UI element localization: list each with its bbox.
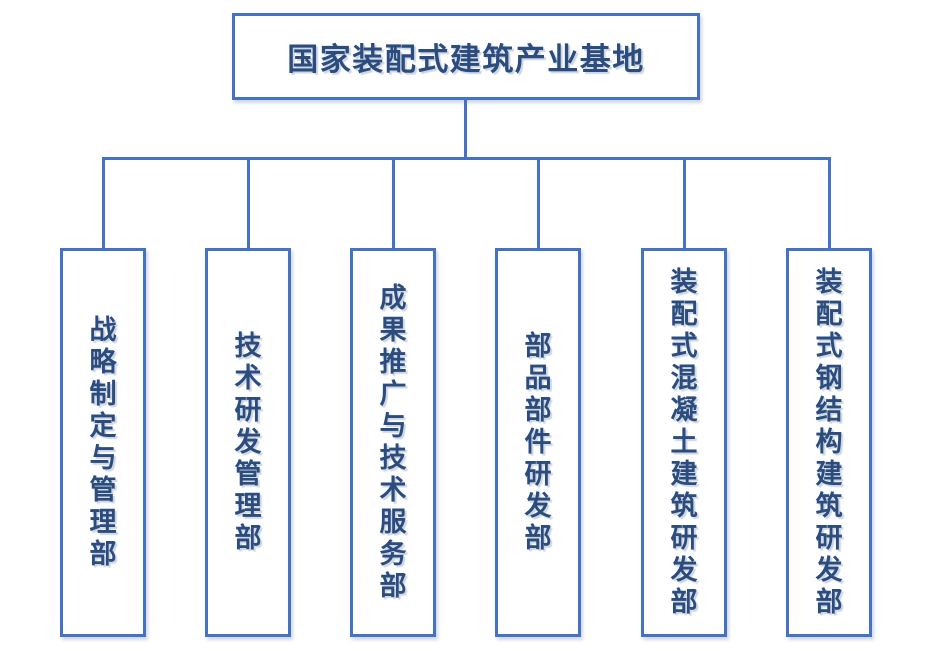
dept-node-strategy-management: 战略制定与管理部	[60, 248, 146, 637]
dept-node-parts-components-rd: 部品部件研发部	[495, 248, 581, 637]
dept-node-precast-concrete-rd: 装配式混凝土建筑研发部	[641, 248, 727, 637]
dept-node-label: 部品部件研发部	[524, 330, 552, 554]
connector-drop-6	[827, 157, 831, 251]
connector-drop-3	[392, 157, 395, 251]
dept-node-promotion-tech-service: 成果推广与技术服务部	[350, 248, 436, 637]
connector-drop-5	[683, 157, 686, 251]
root-node-label: 国家装配式建筑产业基地	[287, 42, 645, 78]
connector-drop-2	[247, 157, 250, 251]
dept-node-steel-structure-rd: 装配式钢结构建筑研发部	[786, 248, 872, 637]
dept-node-label: 成果推广与技术服务部	[379, 282, 407, 602]
dept-node-tech-rd-management: 技术研发管理部	[205, 248, 291, 637]
dept-node-label: 装配式钢结构建筑研发部	[815, 266, 843, 618]
dept-node-label: 技术研发管理部	[234, 330, 262, 554]
root-node: 国家装配式建筑产业基地	[232, 13, 700, 100]
connector-drop-1	[102, 157, 105, 251]
connector-drop-4	[537, 157, 540, 251]
connector-horizontal-bar	[102, 157, 831, 160]
dept-node-label: 装配式混凝土建筑研发部	[670, 266, 698, 618]
dept-node-label: 战略制定与管理部	[89, 314, 117, 570]
connector-stem	[464, 100, 467, 159]
